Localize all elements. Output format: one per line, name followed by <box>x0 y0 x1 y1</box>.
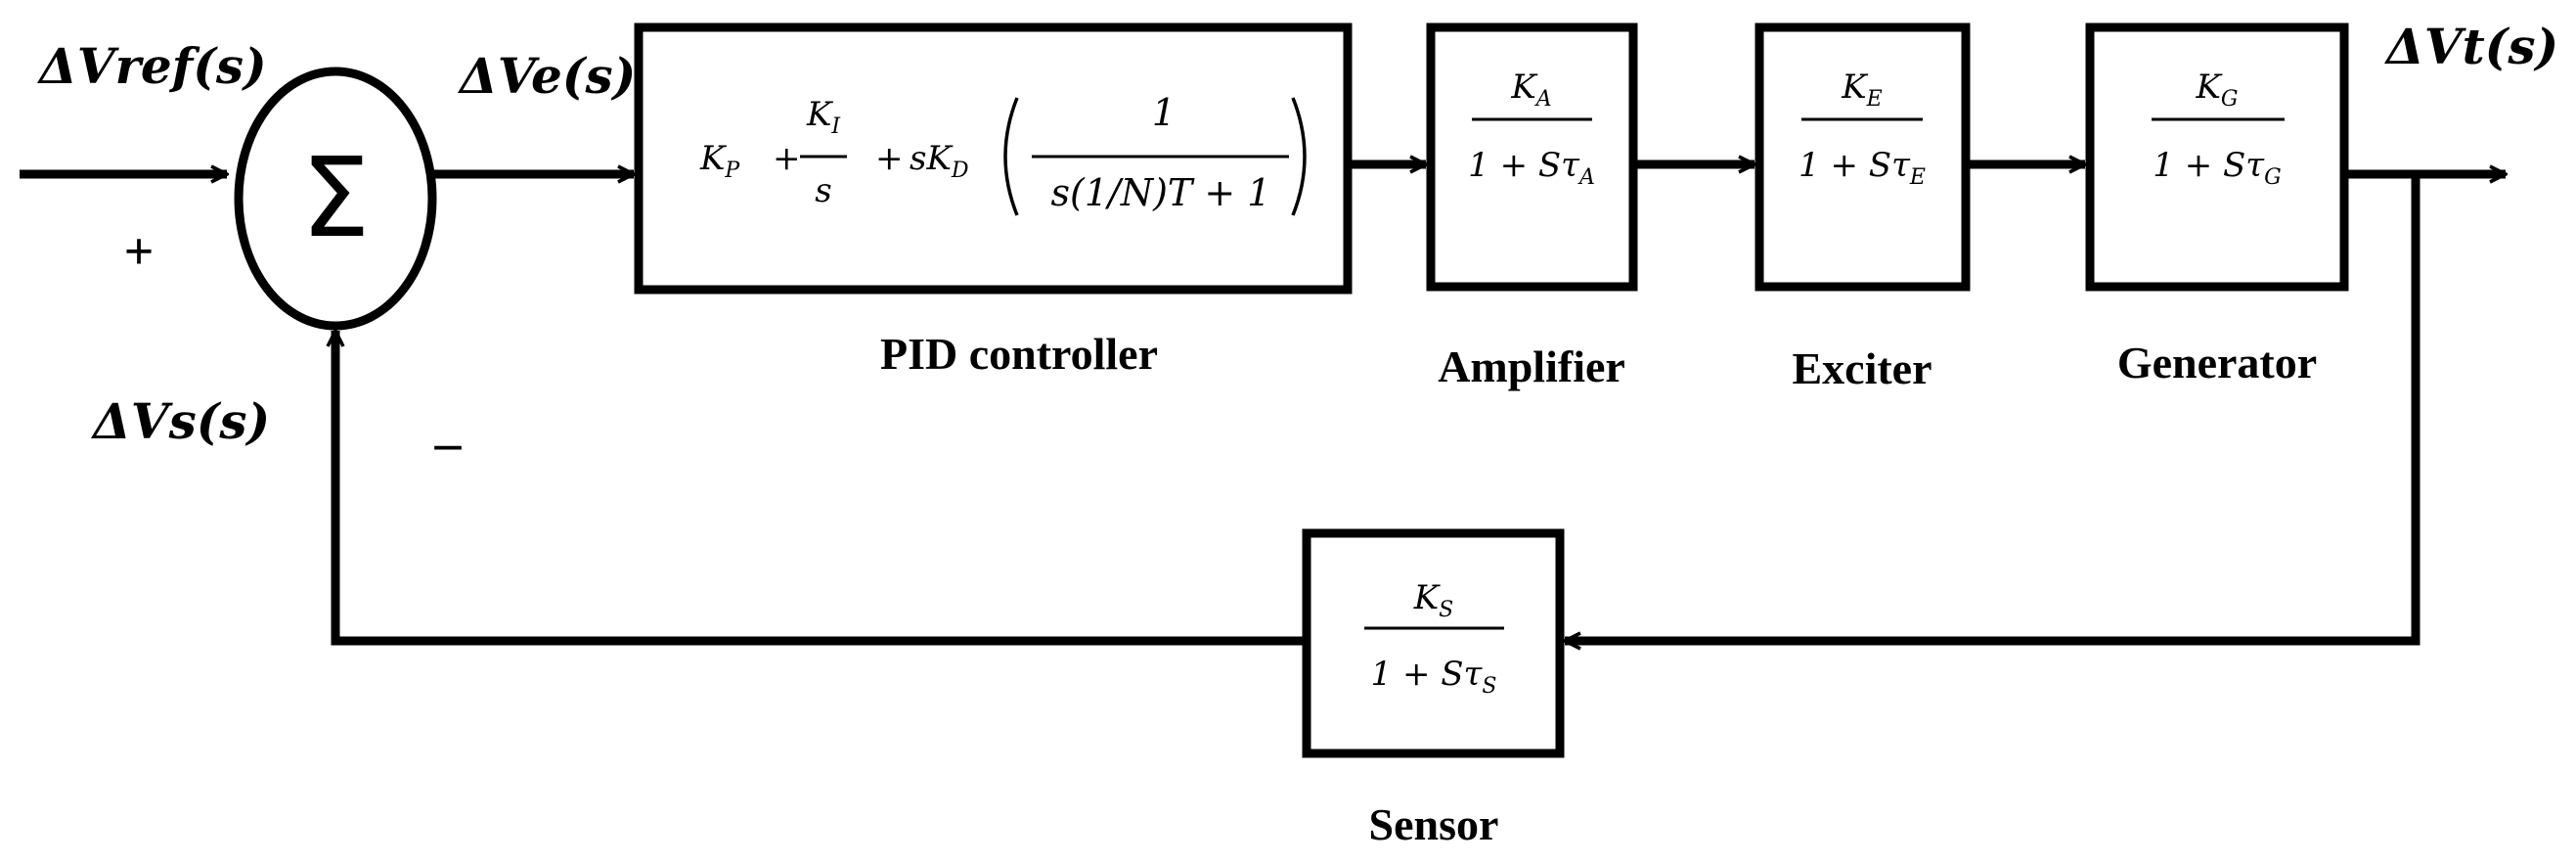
generator-denominator: 1 + SτG <box>2153 146 2281 190</box>
sensor-numerator: KS <box>1413 578 1453 622</box>
sensor-block: KS 1 + SτS <box>1302 528 1565 758</box>
exciter-caption: Exciter <box>1792 343 1932 393</box>
sensor-denominator: 1 + SτS <box>1371 655 1497 699</box>
minus-sign: – <box>434 413 463 472</box>
exciter-block: KE 1 + SτE <box>1754 23 1971 292</box>
amplifier-block: KA 1 + SτA <box>1426 23 1638 292</box>
amplifier-numerator: KA <box>1510 68 1551 112</box>
generator-caption: Generator <box>2117 338 2317 387</box>
pid-integral-denominator: s <box>815 171 831 210</box>
pid-close-paren <box>1291 97 1307 216</box>
signal-label-ref: ΔVref(s) <box>36 37 267 95</box>
pid-open-paren <box>1003 97 1019 216</box>
pid-inner-numerator: 1 <box>1152 91 1176 134</box>
amplifier-caption: Amplifier <box>1438 341 1625 391</box>
generator-numerator: KG <box>2196 68 2239 112</box>
plus-sign: + <box>124 222 155 281</box>
sensor-caption: Sensor <box>1369 799 1499 849</box>
pid-controller-caption: PID controller <box>880 329 1158 379</box>
amplifier-denominator: 1 + SτA <box>1468 146 1595 190</box>
exciter-numerator: KE <box>1841 68 1882 112</box>
signal-label-sensor: ΔVs(s) <box>90 392 270 450</box>
exciter-denominator: 1 + SτE <box>1799 146 1926 190</box>
summation-symbol: Σ <box>301 135 371 262</box>
generator-block: KG 1 + SτG <box>2085 23 2349 292</box>
signal-label-terminal: ΔVt(s) <box>2383 18 2558 75</box>
signal-label-error: ΔVe(s) <box>457 47 636 105</box>
pid-inner-denominator: s(1/N)T + 1 <box>1051 171 1271 214</box>
feedback-path-to-sensor <box>1565 174 2421 641</box>
pid-transfer-function: KP + + sKD <box>699 139 969 186</box>
summing-junction: Σ <box>234 67 437 331</box>
feedback-path-to-summer <box>335 331 1307 646</box>
pid-controller-block: KP + + sKD KI s 1 s(1/N)T + 1 <box>634 23 1353 295</box>
pid-integral-numerator: KI <box>806 95 841 139</box>
